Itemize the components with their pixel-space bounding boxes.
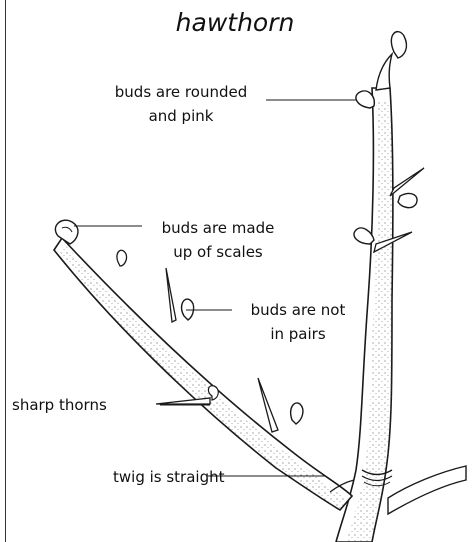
main-twig (336, 32, 406, 542)
label-buds-scales-line-2: up of scales (140, 240, 296, 264)
label-buds-rounded: buds are rounded and pink (96, 80, 266, 128)
label-sharp-thorns: sharp thorns (12, 393, 107, 417)
label-twig-straight: twig is straight (113, 465, 225, 489)
diagram-title: hawthorn (155, 6, 315, 40)
label-buds-scales-line-1: buds are made (140, 216, 296, 240)
label-buds-pairs-line-1: buds are not (232, 298, 364, 322)
label-buds-scales: buds are made up of scales (140, 216, 296, 264)
right-branch (388, 466, 466, 514)
label-buds-rounded-line-2: and pink (96, 104, 266, 128)
leader-lines (74, 100, 356, 476)
label-buds-pairs-line-2: in pairs (232, 322, 364, 346)
label-buds-rounded-line-1: buds are rounded (96, 80, 266, 104)
label-buds-pairs: buds are not in pairs (232, 298, 364, 346)
